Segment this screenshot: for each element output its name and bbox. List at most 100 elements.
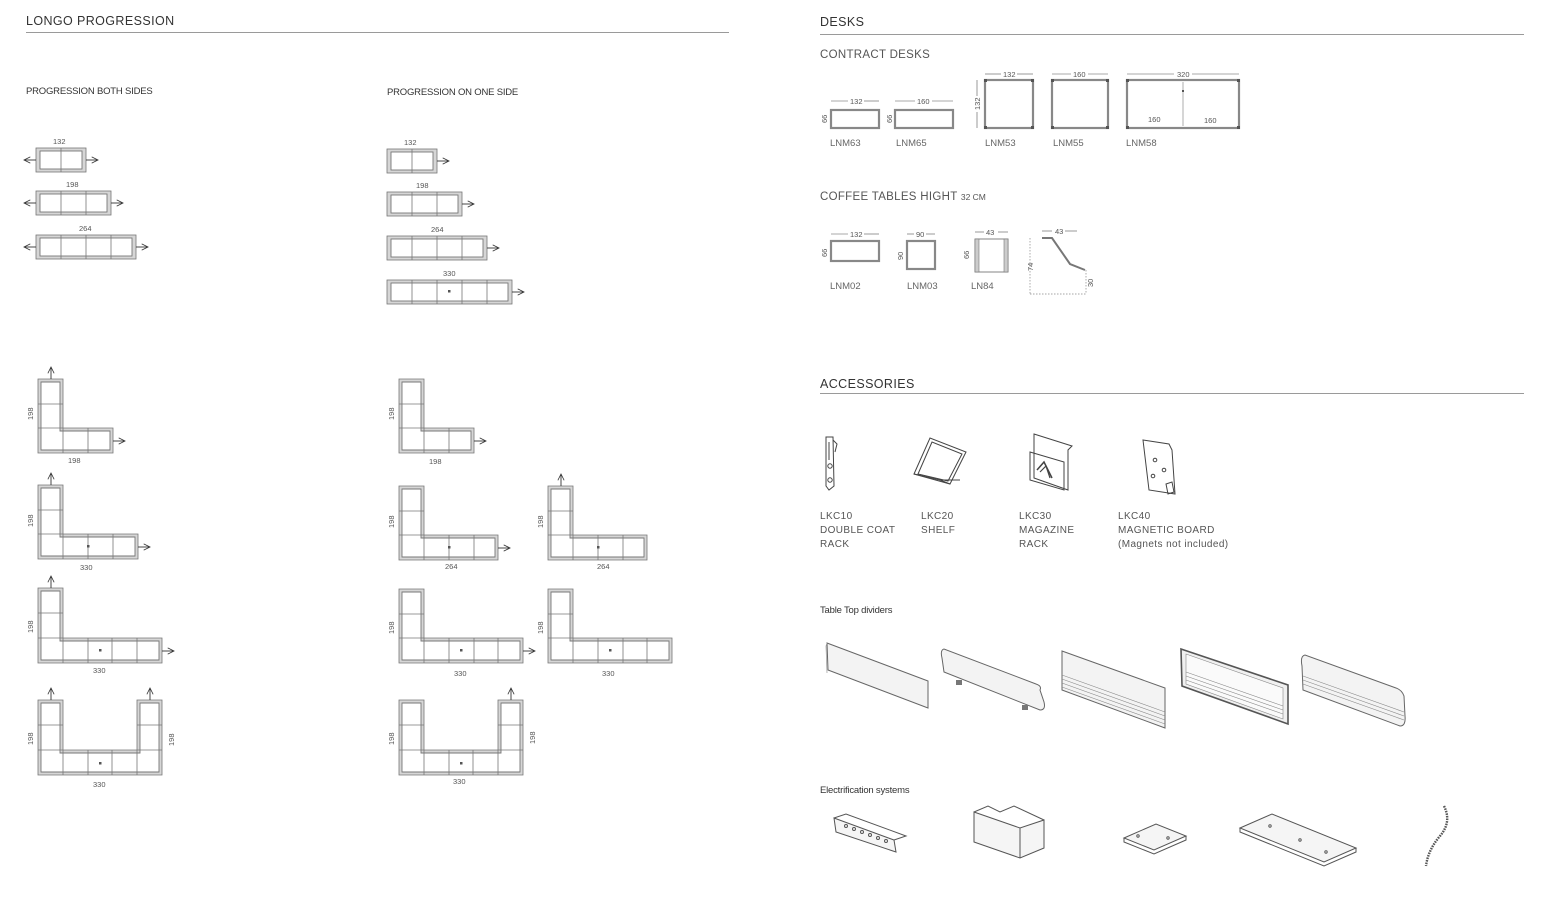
dim-label: 160: [1073, 70, 1086, 79]
corner-both-1: 198 198: [26, 367, 125, 465]
coffee-ln84: 43 66: [962, 228, 1009, 273]
dim-label: 264: [445, 562, 458, 571]
dim-label: 320: [1177, 70, 1190, 79]
dim-label: 43: [1055, 227, 1063, 236]
dim-label: 198: [66, 180, 79, 189]
dim-label: 198: [26, 732, 35, 745]
desk-lnm65: 160 66: [885, 97, 955, 130]
label-progression-one-side: PROGRESSION ON ONE SIDE: [387, 87, 519, 98]
coat-rack-icon: [825, 436, 838, 491]
desk-lnm58: 320 160 160: [1125, 70, 1241, 130]
dim-label: 330: [453, 777, 466, 786]
accessory-name: DOUBLE COAT: [820, 525, 896, 536]
code-lnm58: LNM58: [1126, 138, 1157, 149]
linear-one-198: 198: [386, 181, 474, 217]
desk-lnm63: 132 66: [820, 97, 881, 130]
linear-both-198: 198: [24, 180, 123, 216]
accessory-code: LKC40: [1118, 511, 1151, 522]
accessory-lkc20: LKC20 SHELF: [921, 510, 955, 538]
label-contract-desks: CONTRACT DESKS: [820, 49, 931, 61]
linear-one-264: 264: [386, 225, 499, 261]
dim-label: 198: [26, 620, 35, 633]
dim-label: 198: [536, 515, 545, 528]
accessory-name: SHELF: [921, 525, 956, 536]
dim-label: 330: [454, 669, 467, 678]
dim-label: 264: [597, 562, 610, 571]
dim-label: 264: [431, 225, 444, 234]
desk-lnm53: 132 132: [973, 70, 1035, 130]
code-lnm65: LNM65: [896, 138, 927, 149]
corner-both-4: 198 198 330: [26, 688, 176, 789]
dim-label: 330: [602, 669, 615, 678]
accessory-name: MAGNETIC BOARD: [1118, 525, 1215, 536]
corner-one-2: 198 264: [387, 485, 510, 571]
dim-label: 198: [528, 731, 537, 744]
dim-label: 198: [416, 181, 429, 190]
accessory-lkc10: LKC10 DOUBLE COAT RACK: [820, 510, 895, 552]
dim-label: 198: [387, 407, 396, 420]
coffee-tables-label: COFFEE TABLES HIGHT: [820, 191, 958, 203]
corner-one-6: 198 198 330: [387, 688, 537, 786]
dim-label: 198: [536, 621, 545, 634]
desk-lnm55: 160: [1050, 70, 1110, 130]
corner-both-2: 198 330: [26, 473, 150, 572]
dim-label: 198: [26, 514, 35, 527]
dim-label: 132: [404, 138, 417, 147]
divider-2: [940, 648, 1045, 711]
corner-both-3: 198 330: [26, 576, 174, 675]
cable-tray-2: [973, 805, 1045, 859]
coffee-lnm02: 132 66: [820, 230, 881, 263]
divider-5: [1300, 654, 1406, 727]
linear-both-132: 132: [24, 137, 98, 173]
dim-label: 74: [1026, 263, 1035, 271]
code-lnm63: LNM63: [830, 138, 861, 149]
dim-label: 330: [93, 780, 106, 789]
label-progression-both-sides: PROGRESSION BOTH SIDES: [26, 86, 153, 97]
accessory-name: RACK: [820, 539, 850, 550]
code-lnm55: LNM55: [1053, 138, 1084, 149]
dim-label: 198: [429, 457, 442, 466]
dim-label: 132: [850, 97, 863, 106]
corner-one-1: 198 198: [387, 378, 486, 466]
dim-label: 160: [1148, 115, 1161, 124]
dim-label: 132: [850, 230, 863, 239]
label-coffee-tables: COFFEE TABLES HIGHT 32 CM: [820, 191, 986, 203]
cable-tray-3: [1122, 823, 1188, 855]
dim-label: 66: [820, 115, 829, 123]
cable-spine-icon: [1424, 805, 1449, 867]
dim-label: 330: [80, 563, 93, 572]
dim-label: 132: [1003, 70, 1016, 79]
dim-label: 30: [1086, 279, 1095, 287]
dim-label: 132: [53, 137, 66, 146]
dim-label: 330: [443, 269, 456, 278]
corner-one-3: 198 264: [536, 474, 648, 571]
dim-label: 66: [885, 115, 894, 123]
corner-one-5: 198 330: [536, 588, 673, 678]
accessory-lkc30: LKC30 MAGAZINE RACK: [1019, 510, 1074, 552]
label-table-top-dividers: Table Top dividers: [820, 605, 893, 616]
section-divider: [820, 34, 1524, 35]
code-lnm53: LNM53: [985, 138, 1016, 149]
dim-label: 160: [917, 97, 930, 106]
linear-one-330: 330: [386, 269, 524, 305]
corner-one-4: 198 330: [387, 588, 535, 678]
label-electrification-systems: Electrification systems: [820, 785, 910, 796]
section-divider: [820, 393, 1524, 394]
divider-1: [825, 642, 929, 709]
dim-label: 198: [26, 407, 35, 420]
dim-label: 198: [68, 456, 81, 465]
dim-label: 198: [387, 732, 396, 745]
section-title-longo-progression: LONGO PROGRESSION: [26, 14, 175, 28]
dim-label: 264: [79, 224, 92, 233]
accessory-note: (Magnets not included): [1118, 539, 1229, 550]
dim-label: 330: [93, 666, 106, 675]
coffee-profile: 43 74 30: [1026, 227, 1095, 295]
accessory-name: RACK: [1019, 539, 1049, 550]
dim-label: 90: [896, 252, 905, 260]
divider-3: [1061, 650, 1166, 729]
cable-tray-1: [833, 813, 908, 853]
coffee-tables-height: 32 CM: [960, 192, 986, 202]
linear-one-132: 132: [386, 138, 449, 174]
dim-label: 198: [387, 515, 396, 528]
dim-label: 66: [962, 251, 971, 259]
